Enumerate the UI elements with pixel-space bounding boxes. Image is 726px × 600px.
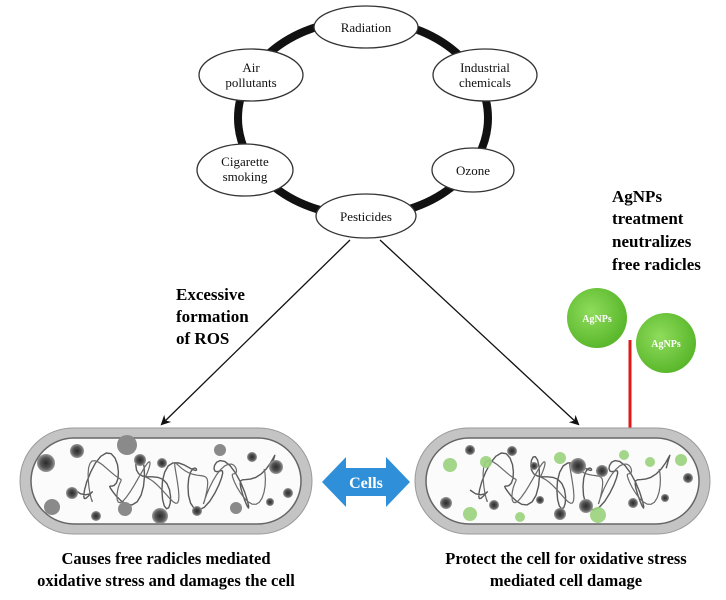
agnp-dot — [515, 512, 525, 522]
free-radical — [628, 498, 638, 508]
source-air-pollutants: Air pollutants — [198, 48, 304, 102]
free-radical — [134, 454, 146, 466]
free-radical — [661, 494, 669, 502]
free-radical — [579, 499, 593, 513]
source-radiation: Radiation — [313, 5, 419, 49]
source-industrial-label-2: chemicals — [459, 75, 511, 90]
free-radical — [37, 454, 55, 472]
free-radical — [440, 497, 452, 509]
agnp-dot — [590, 507, 606, 523]
free-radical — [192, 506, 202, 516]
free-radical — [465, 445, 475, 455]
free-radical — [152, 508, 168, 524]
source-pesticides: Pesticides — [315, 193, 417, 239]
agnps-note: AgNPs treatment neutralizes free radicle… — [612, 187, 701, 274]
agnp-dot — [463, 507, 477, 521]
source-cigarette-label-2: smoking — [223, 169, 268, 184]
excessive-ros-line-2: formation — [176, 307, 249, 326]
free-radical — [507, 446, 517, 456]
left-cell-dna — [74, 452, 276, 511]
left-caption: Causes free radicles mediated oxidative … — [37, 549, 295, 590]
left-caption-line-1: Causes free radicles mediated — [61, 549, 270, 568]
free-radical — [91, 511, 101, 521]
agnp-dot — [480, 456, 492, 468]
free-radical — [44, 499, 60, 515]
agnp-dot — [554, 452, 566, 464]
source-radiation-label: Radiation — [341, 20, 392, 35]
source-air-label-1: Air — [242, 60, 260, 75]
agnp-dot — [443, 458, 457, 472]
free-radical — [554, 508, 566, 520]
free-radical — [269, 460, 283, 474]
free-radical — [70, 444, 84, 458]
right-caption: Protect the cell for oxidative stress me… — [445, 549, 687, 590]
cells-double-arrow: Cells — [322, 457, 410, 507]
agnp-dot — [675, 454, 687, 466]
agnps-note-line-2: treatment — [612, 209, 684, 228]
agnp-particle-1: AgNPs — [567, 288, 627, 348]
right-cell-dna — [469, 452, 671, 511]
right-cell-particles — [440, 445, 693, 523]
source-industrial-label-1: Industrial — [460, 60, 510, 75]
free-radical — [683, 473, 693, 483]
free-radical — [247, 452, 257, 462]
source-cigarette-label-1: Cigarette — [221, 154, 269, 169]
free-radical — [596, 465, 608, 477]
free-radical — [266, 498, 274, 506]
source-cigarette-smoking: Cigarette smoking — [196, 143, 294, 197]
free-radical — [157, 458, 167, 468]
free-radical — [117, 435, 137, 455]
agnp-dot — [619, 450, 629, 460]
source-ozone: Ozone — [431, 147, 515, 193]
left-cell-radicals — [37, 435, 293, 524]
free-radical — [230, 502, 242, 514]
free-radical — [530, 462, 538, 470]
excessive-ros-label: Excessive formation of ROS — [176, 285, 249, 348]
agnp-particle-2: AgNPs — [636, 313, 696, 373]
excessive-ros-line-3: of ROS — [176, 329, 229, 348]
free-radical — [570, 458, 586, 474]
source-ozone-label: Ozone — [456, 163, 490, 178]
agnps-note-line-3: neutralizes — [612, 232, 692, 251]
cells-arrow-label: Cells — [349, 475, 383, 492]
source-air-label-2: pollutants — [225, 75, 276, 90]
agnps-note-line-4: free radicles — [612, 255, 701, 274]
source-industrial-chemicals: Industrial chemicals — [432, 48, 538, 102]
left-cell — [19, 427, 313, 535]
free-radical — [66, 487, 78, 499]
arrow-to-left-cell — [160, 239, 351, 426]
right-caption-line-2: mediated cell damage — [490, 571, 642, 590]
free-radical — [118, 502, 132, 516]
source-pesticides-label: Pesticides — [340, 209, 392, 224]
right-cell — [414, 427, 711, 535]
arrow-to-right-cell — [379, 239, 580, 426]
free-radical — [214, 444, 226, 456]
right-caption-line-1: Protect the cell for oxidative stress — [445, 549, 687, 568]
free-radical — [536, 496, 544, 504]
agnp-particle-1-label: AgNPs — [582, 314, 612, 325]
agnp-dot — [645, 457, 655, 467]
agnps-note-line-1: AgNPs — [612, 187, 662, 206]
agnp-particle-2-label: AgNPs — [651, 339, 681, 350]
free-radical — [489, 500, 499, 510]
left-caption-line-2: oxidative stress and damages the cell — [37, 571, 295, 590]
excessive-ros-line-1: Excessive — [176, 285, 245, 304]
free-radical — [283, 488, 293, 498]
